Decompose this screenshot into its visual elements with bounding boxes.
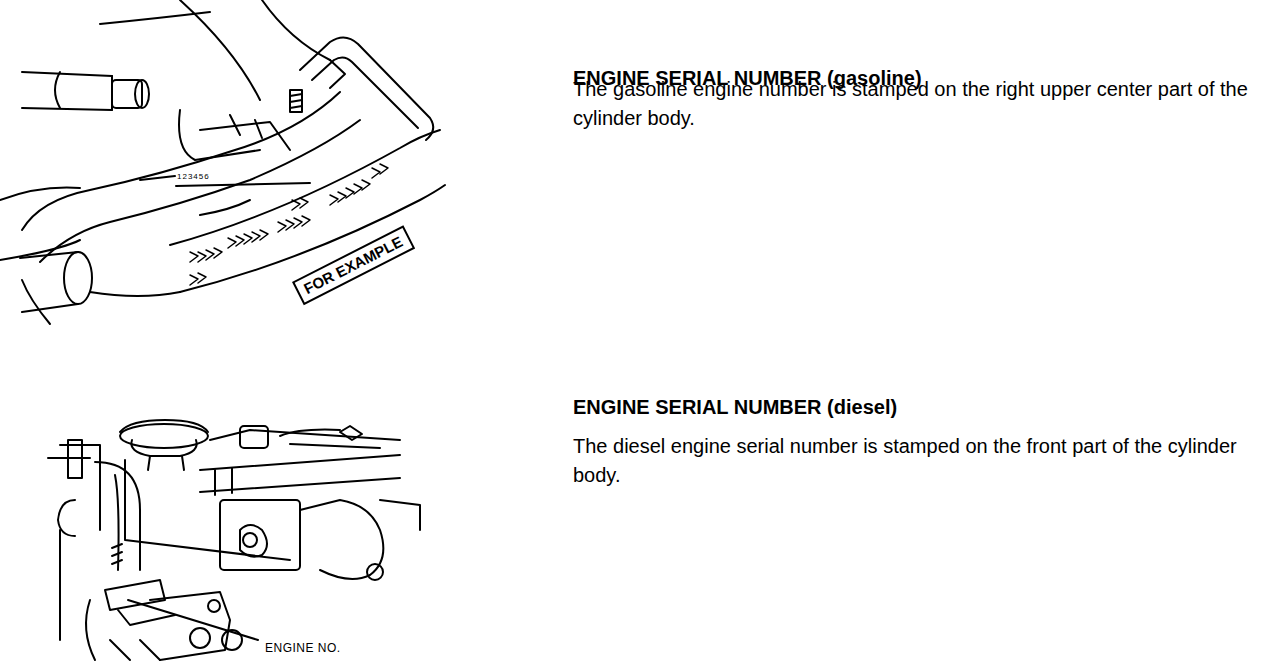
section-heading: ENGINE SERIAL NUMBER (diesel): [573, 395, 1263, 419]
body-text: The gasoline engine number is stamped on…: [573, 75, 1263, 133]
stamp-text: FOR EXAMPLE: [301, 232, 406, 298]
serial-example: 123456: [177, 172, 237, 181]
body-text: The diesel engine serial number is stamp…: [573, 432, 1263, 490]
part-label: ENGINE NO.: [265, 641, 385, 655]
example-stamp: FOR EXAMPLE: [292, 225, 415, 305]
diesel-engine-drawing: [48, 420, 420, 660]
gasoline-engine-drawing: [0, 0, 445, 324]
